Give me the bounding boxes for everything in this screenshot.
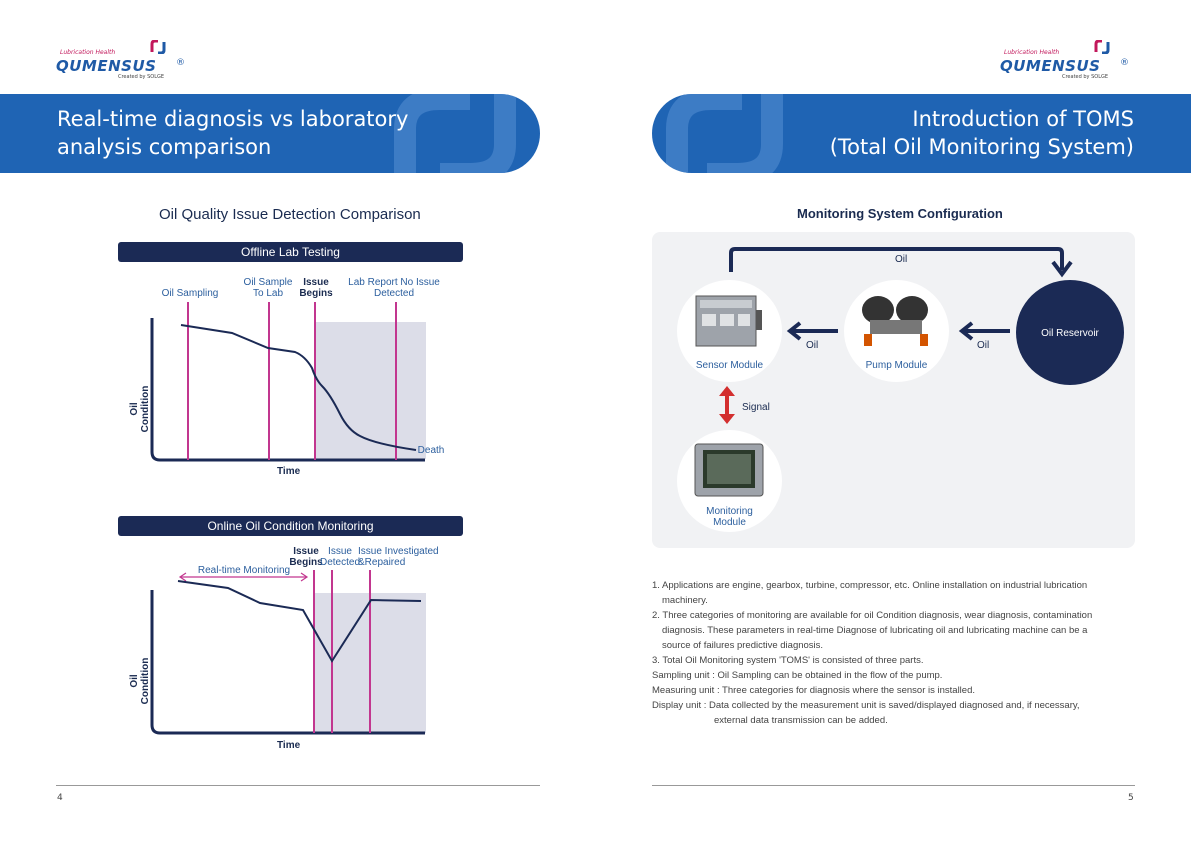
- monitoring-section-title: Monitoring System Configuration: [797, 206, 1003, 221]
- logo-brand: QUMENSUS: [56, 57, 157, 75]
- offline-issue-shade: [315, 322, 426, 459]
- right-title-banner: Introduction of TOMS (Total Oil Monitori…: [652, 94, 1191, 173]
- monitoring-module-label: Monitoring Module: [706, 506, 753, 528]
- banner-watermark-icon: [394, 94, 516, 173]
- label-death: Death: [417, 445, 445, 456]
- oil-reservoir-node: [1016, 280, 1124, 385]
- left-title-banner: Real-time diagnosis vs laboratory analys…: [0, 94, 540, 173]
- logo-mark-icon: [1094, 40, 1110, 54]
- oil-top-label: Oil: [895, 254, 908, 265]
- sensor-module-label: Sensor Module: [695, 360, 764, 371]
- logo-tagline: Lubrication Health: [60, 49, 116, 56]
- label-issue-begins: Issue Begins: [299, 277, 333, 299]
- signal-label: Signal: [742, 402, 770, 413]
- oil-right-label: Oil: [977, 340, 990, 351]
- toms-notes: 1. Applications are engine, gearbox, tur…: [652, 580, 1093, 726]
- label-issue-detected: Issue Detected: [320, 546, 361, 568]
- online-issue-shade: [314, 593, 426, 733]
- label-oil-sampling: Oil Sampling: [161, 288, 219, 299]
- brand-logo-left: Lubrication Health QUMENSUS ® Created by…: [56, 40, 191, 86]
- right-page-number: 5: [1128, 793, 1134, 803]
- online-y-axis-label: Oil Condition: [129, 657, 151, 705]
- logo-created-by: Created by SOLGE: [118, 74, 165, 80]
- logo-created-by: Created by SOLGE: [1062, 74, 1109, 80]
- logo-mark-icon: [150, 40, 166, 54]
- offline-condition-line: [180, 324, 417, 451]
- left-page-number: 4: [57, 793, 63, 803]
- right-footer-rule: [652, 785, 1135, 786]
- online-condition-line: [177, 580, 422, 663]
- online-x-axis-label: Time: [277, 740, 301, 751]
- left-footer-rule: [56, 785, 540, 786]
- comparison-section-title: Oil Quality Issue Detection Comparison: [159, 206, 421, 223]
- label-sample-to-lab: Oil Sample To Lab: [243, 277, 293, 299]
- banner-watermark-icon: [666, 94, 783, 173]
- logo-registered: ®: [176, 58, 185, 68]
- pump-module-image: [862, 296, 928, 346]
- oil-reservoir-label: Oil Reservoir: [1041, 328, 1099, 339]
- online-monitoring-header: Online Oil Condition Monitoring: [118, 516, 463, 536]
- offline-axes: [150, 318, 425, 462]
- logo-registered: ®: [1120, 58, 1129, 68]
- logo-tagline: Lubrication Health: [1004, 49, 1060, 56]
- offline-x-axis-label: Time: [277, 466, 301, 477]
- brand-logo-right: Lubrication Health QUMENSUS ® Created by…: [1000, 40, 1135, 86]
- offline-lab-header: Offline Lab Testing: [118, 242, 463, 262]
- label-realtime-monitoring: Real-time Monitoring: [197, 565, 291, 576]
- label-online-issue-begins: Issue Begins: [289, 546, 323, 568]
- offline-y-axis-label: Oil Condition: [129, 385, 151, 433]
- monitoring-module-image: [694, 443, 764, 497]
- label-investigated: Issue Investigated &Repaired: [358, 546, 439, 568]
- online-axes: [150, 590, 425, 735]
- label-lab-report: Lab Report No Issue Detected: [348, 277, 440, 299]
- pump-module-label: Pump Module: [865, 360, 928, 371]
- left-page-title: Real-time diagnosis vs laboratory analys…: [57, 107, 409, 159]
- logo-brand: QUMENSUS: [1000, 57, 1101, 75]
- right-page-title: Introduction of TOMS (Total Oil Monitori…: [829, 107, 1134, 159]
- sensor-module-image: [695, 295, 762, 347]
- oil-left-label: Oil: [806, 340, 819, 351]
